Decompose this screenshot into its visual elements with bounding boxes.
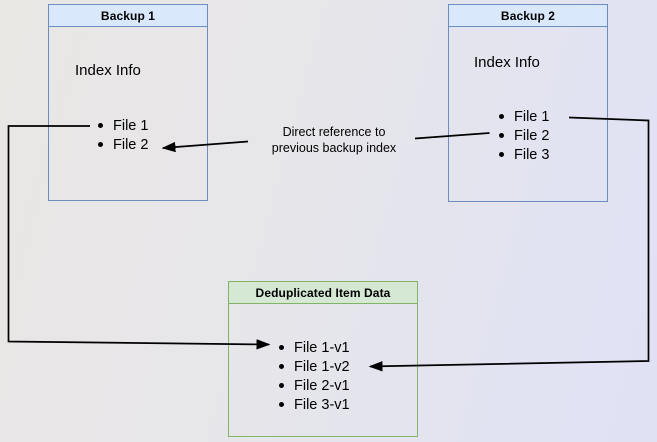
list-item: File 2: [499, 126, 549, 145]
bullet-icon: [279, 402, 284, 407]
list-item-label: File 3: [514, 146, 550, 163]
bullet-icon: [279, 345, 284, 350]
bullet-icon: [279, 383, 284, 388]
bullet-icon: [279, 364, 284, 369]
list-item-label: File 2: [514, 127, 550, 144]
list-item-label: File 1: [113, 117, 149, 134]
list-item-label: File 1-v1: [294, 339, 350, 356]
list-item: File 1: [98, 116, 148, 135]
edge-label-line2: previous backup index: [271, 141, 397, 155]
edge-label-direct-reference: Direct reference to previous backup inde…: [244, 124, 424, 156]
list-item: File 3: [499, 145, 549, 164]
list-item: File 3-v1: [279, 395, 350, 414]
list-item: File 1-v2: [279, 357, 350, 376]
list-item-label: File 2: [113, 136, 149, 153]
list-item-label: File 2-v1: [294, 377, 350, 394]
dedup-title: Deduplicated Item Data: [229, 282, 417, 304]
bullet-icon: [499, 114, 504, 119]
bullet-icon: [98, 142, 103, 147]
list-item-label: File 3-v1: [294, 396, 350, 413]
bullet-icon: [98, 123, 103, 128]
edge-label-line1: Direct reference to: [282, 125, 386, 139]
backup-1-file-list: File 1 File 2: [98, 116, 148, 154]
list-item: File 1-v1: [279, 338, 350, 357]
list-item: File 2-v1: [279, 376, 350, 395]
list-item-label: File 1: [514, 108, 550, 125]
list-item: File 2: [98, 135, 148, 154]
backup-2-title: Backup 2: [449, 5, 607, 27]
backup-2-index-info-label: Index Info: [474, 54, 540, 71]
list-item: File 1: [499, 107, 549, 126]
node-backup-1: Backup 1: [48, 4, 208, 201]
bullet-icon: [499, 133, 504, 138]
dedup-file-list: File 1-v1 File 1-v2 File 2-v1 File 3-v1: [279, 338, 350, 414]
backup-1-index-info-label: Index Info: [75, 62, 141, 79]
node-backup-2: Backup 2: [448, 4, 608, 202]
backup-2-file-list: File 1 File 2 File 3: [499, 107, 549, 164]
backup-1-title: Backup 1: [49, 5, 207, 27]
bullet-icon: [499, 152, 504, 157]
list-item-label: File 1-v2: [294, 358, 350, 375]
